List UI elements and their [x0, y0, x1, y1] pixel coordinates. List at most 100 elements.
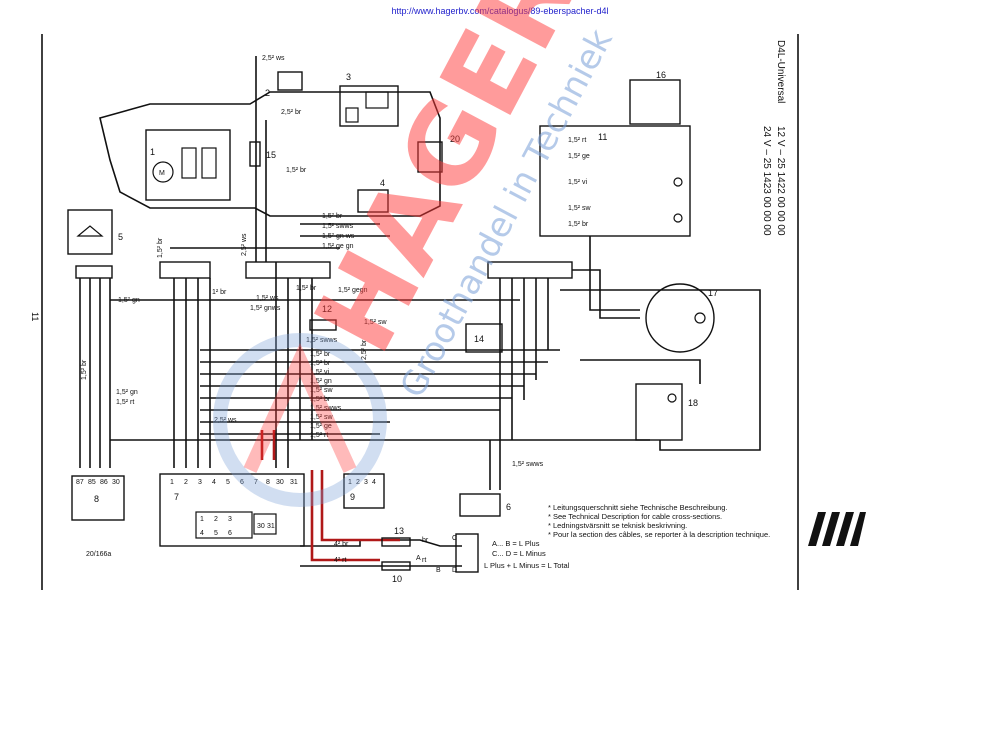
- wire-harness: [79, 56, 761, 567]
- svg-text:1,5² br: 1,5² br: [568, 221, 589, 228]
- svg-text:87: 87: [76, 479, 84, 486]
- svg-text:5: 5: [214, 530, 218, 537]
- svg-text:4² br: 4² br: [334, 541, 349, 548]
- svg-text:4: 4: [200, 530, 204, 537]
- component-1-motor: M 1: [145, 129, 231, 201]
- svg-text:7: 7: [254, 479, 258, 486]
- svg-text:1,5² gn: 1,5² gn: [116, 389, 138, 396]
- svg-text:8: 8: [266, 479, 270, 486]
- svg-text:1,5² br: 1,5² br: [157, 237, 164, 258]
- heater-outline: [99, 91, 441, 217]
- label-4: 4: [380, 178, 385, 188]
- svg-text:1,5² gn: 1,5² gn: [310, 378, 332, 385]
- svg-text:2,5² ws: 2,5² ws: [214, 417, 237, 424]
- label-20: 20: [450, 134, 460, 144]
- component-2: 2 2,5² ws 2,5² br: [262, 55, 303, 116]
- svg-text:* Ledningstvärsnitt se teknisk: * Ledningstvärsnitt se teknisk beskrivni…: [548, 521, 687, 530]
- svg-text:31: 31: [290, 479, 298, 486]
- label-15: 15: [266, 150, 276, 160]
- svg-text:* See Technical Description fo: * See Technical Description for cable cr…: [548, 512, 722, 521]
- label-5: 5: [118, 232, 123, 242]
- svg-text:1,5² br: 1,5² br: [81, 359, 88, 380]
- label-16: 16: [656, 70, 666, 80]
- svg-text:D: D: [452, 567, 457, 574]
- component-15-fuse: 15: [249, 141, 276, 167]
- label-17: 17: [708, 288, 718, 298]
- component-9: 1 2 3 4 9: [343, 473, 385, 509]
- label-18: 18: [688, 398, 698, 408]
- component-11-switch: 11 1,5² rt 1,5² ge 1,5² vi 1,5² sw 1,5² …: [539, 125, 691, 237]
- svg-text:2,5² ws: 2,5² ws: [241, 233, 248, 256]
- svg-text:br: br: [422, 537, 429, 544]
- component-14: 14: [465, 323, 503, 353]
- svg-text:1,5² rt: 1,5² rt: [310, 432, 328, 439]
- svg-text:1,5² sw: 1,5² sw: [310, 414, 334, 421]
- eberspacher-logo: [808, 512, 866, 546]
- source-url[interactable]: http://www.hagerbv.com/catalogus/89-eber…: [391, 6, 609, 16]
- svg-text:2,5² ws: 2,5² ws: [262, 55, 285, 62]
- svg-text:* Leitungsquerschnitt siehe Te: * Leitungsquerschnitt siehe Technische B…: [548, 503, 728, 512]
- svg-text:C... D = L Minus: C... D = L Minus: [492, 549, 546, 558]
- svg-text:1,5² gegn: 1,5² gegn: [338, 287, 368, 294]
- svg-text:85: 85: [88, 479, 96, 486]
- svg-text:1: 1: [200, 516, 204, 523]
- component-8-relay: 87 85 86 30 8: [71, 475, 125, 521]
- svg-text:1² br: 1² br: [212, 289, 227, 296]
- label-6: 6: [506, 502, 511, 512]
- svg-text:3: 3: [364, 479, 368, 486]
- svg-text:1,5² gn: 1,5² gn: [118, 297, 140, 304]
- svg-text:B: B: [436, 567, 441, 574]
- svg-text:1,5² br: 1,5² br: [310, 351, 331, 358]
- component-17-gauge: 17: [645, 283, 718, 353]
- title-block: D4L-Universal 12 V – 25 1422 00 00 00 24…: [761, 40, 786, 236]
- variant-24v: 24 V – 25 1423 00 00 00: [761, 126, 772, 236]
- svg-text:1,5² ge gn: 1,5² ge gn: [322, 243, 354, 250]
- svg-text:1,5² ws: 1,5² ws: [256, 295, 279, 302]
- svg-text:1,5² swws: 1,5² swws: [512, 461, 544, 468]
- svg-text:L Plus + L Minus = L Total: L Plus + L Minus = L Total: [484, 561, 570, 570]
- svg-text:1,5² rt: 1,5² rt: [568, 137, 586, 144]
- svg-text:rt: rt: [422, 557, 426, 564]
- svg-text:C: C: [452, 535, 457, 542]
- svg-text:31: 31: [267, 523, 275, 530]
- bundle-labels: 1,5² br 1,5² br 1,5² vi 1,5² gn 1,5² sw …: [310, 351, 342, 439]
- label-7: 7: [174, 492, 179, 502]
- svg-text:1,5² br: 1,5² br: [310, 396, 331, 403]
- component-18: 18: [635, 383, 698, 441]
- svg-text:A... B = L Plus: A... B = L Plus: [492, 539, 540, 548]
- label-14: 14: [474, 334, 484, 344]
- svg-text:1: 1: [348, 479, 352, 486]
- svg-text:2: 2: [356, 479, 360, 486]
- component-7-control-unit: 1 2 3 4 5 6 7 8 30 31 7 1 2 3 4 5 6 30 3…: [159, 473, 305, 547]
- svg-text:2,5² br: 2,5² br: [361, 339, 368, 360]
- component-3: 3: [339, 72, 399, 127]
- hager-watermark: HAGER Groothandel in Techniek: [213, 0, 621, 507]
- component-13-fuse: 13: [381, 526, 411, 547]
- svg-text:1,5² vi: 1,5² vi: [310, 369, 330, 376]
- svg-text:1,5² vi: 1,5² vi: [568, 179, 588, 186]
- svg-text:2: 2: [214, 516, 218, 523]
- label-12: 12: [322, 304, 332, 314]
- component-12: 12: [309, 304, 337, 331]
- svg-text:2,5² br: 2,5² br: [281, 109, 302, 116]
- label-8: 8: [94, 494, 99, 504]
- label-10: 10: [392, 574, 402, 584]
- svg-text:1,5² swws: 1,5² swws: [310, 405, 342, 412]
- model-title: D4L-Universal: [775, 40, 786, 103]
- svg-text:M: M: [159, 170, 165, 177]
- svg-text:1,5² rt: 1,5² rt: [116, 399, 134, 406]
- label-11: 11: [598, 132, 607, 142]
- svg-text:5: 5: [226, 479, 230, 486]
- svg-text:* Pour la section des câbles,: * Pour la section des câbles, se reporte…: [548, 530, 770, 539]
- svg-text:3: 3: [228, 516, 232, 523]
- svg-text:30: 30: [276, 479, 284, 486]
- svg-text:1,5² br: 1,5² br: [286, 167, 307, 174]
- svg-text:30: 30: [112, 479, 120, 486]
- variant-12v: 12 V – 25 1422 00 00 00: [775, 126, 786, 236]
- drawing-number: 20/166a: [86, 551, 111, 558]
- component-4: 4: [357, 178, 389, 213]
- page-number: 11: [30, 312, 40, 321]
- svg-text:6: 6: [228, 530, 232, 537]
- label-3: 3: [346, 72, 351, 82]
